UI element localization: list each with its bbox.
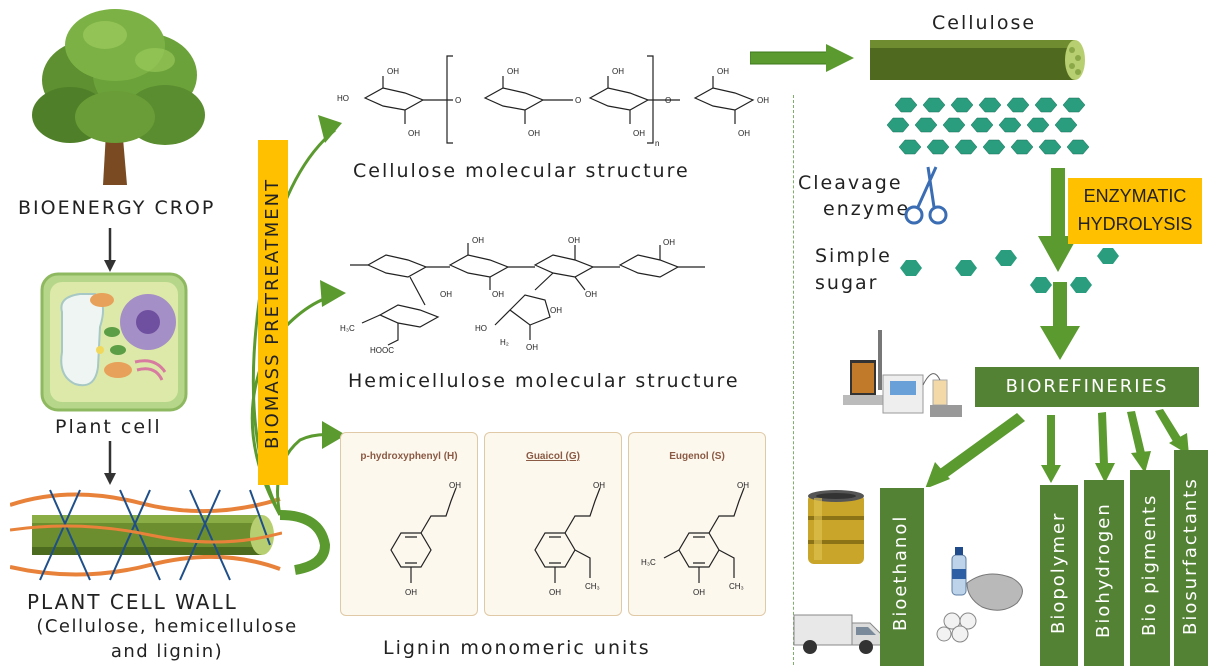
- tree-icon: [32, 9, 205, 185]
- chem-ch3: CH₃: [585, 582, 600, 591]
- cellulose-chain-icon: [886, 97, 1090, 155]
- simple-sugar-icon: [900, 248, 1119, 293]
- chem-oh: OH: [757, 96, 769, 105]
- bioethanol-bar: Bioethanol: [880, 488, 924, 666]
- plastic-products-icon: [936, 547, 1023, 643]
- chem-oh: OH: [693, 588, 705, 597]
- chem-o: O: [575, 96, 581, 105]
- chem-h2: H₂: [500, 338, 509, 347]
- arrow-right-icon: [750, 44, 854, 72]
- chem-oh: OH: [737, 481, 749, 490]
- lignin-unit-name: Guaicol (G): [526, 451, 580, 462]
- cellulose-structure-diagram: OH HO OH OH OH O O OH OH n O OH OH OH: [337, 55, 769, 148]
- scissors-icon: [904, 166, 948, 225]
- cell-wall-fiber-icon: [10, 489, 282, 581]
- chem-h3c: H₃C: [641, 558, 656, 567]
- hemicellulose-structure-label: Hemicellulose molecular structure: [348, 370, 740, 392]
- product-label: Biopolymer: [1048, 511, 1069, 634]
- product-label: Biohydrogen: [1093, 502, 1114, 638]
- biorefineries-label: BIOREFINERIES: [1005, 376, 1169, 397]
- biopolymer-bar: Biopolymer: [1040, 485, 1078, 666]
- chem-oh: OH: [593, 481, 605, 490]
- p-hydroxyphenyl-structure: OH OH: [390, 481, 461, 597]
- branch-arrows: [925, 409, 1189, 487]
- fuel-barrel-icon: [808, 490, 864, 564]
- hydrolysis-label: HYDROLYSIS: [1077, 214, 1193, 234]
- eugenol-structure: OH OH CH₃ H₃C: [641, 481, 749, 597]
- chem-oh: OH: [612, 67, 624, 76]
- chem-oh: OH: [472, 236, 484, 245]
- chem-oh: OH: [449, 481, 461, 490]
- plant-cell-label: Plant cell: [55, 416, 162, 438]
- chem-oh: OH: [440, 290, 452, 299]
- arrow-down-icon: [1038, 168, 1078, 272]
- chem-ho: HO: [475, 324, 487, 333]
- lignin-unit-card: Eugenol (S) OH OH CH₃ H₃C: [628, 432, 766, 616]
- biopigments-bar: Bio pigments: [1130, 470, 1170, 666]
- chem-o: O: [665, 96, 671, 105]
- cellulose-structure-label: Cellulose molecular structure: [353, 160, 690, 182]
- arrow-down-icon: [1040, 282, 1080, 360]
- sugar-label: sugar: [815, 272, 879, 294]
- lab-equipment-icon: [843, 330, 962, 417]
- chem-oh: OH: [549, 588, 561, 597]
- cleavage-label-2: enzyme: [823, 198, 911, 220]
- product-label: Bioethanol: [890, 514, 911, 632]
- biorefineries-box: BIOREFINERIES: [975, 367, 1199, 407]
- lignin-unit-card: Guaicol (G) OH OH CH₃: [484, 432, 622, 616]
- chem-oh: OH: [633, 129, 645, 138]
- chem-ch3: CH₃: [729, 582, 744, 591]
- cell-wall-sub2: and lignin): [110, 641, 224, 662]
- lignin-unit-card: p-hydroxyphenyl (H) OH OH: [340, 432, 478, 616]
- dotted-divider: [793, 95, 794, 665]
- chem-oh: OH: [528, 129, 540, 138]
- arrow-down-icon: [104, 441, 116, 485]
- lignin-unit-name: p-hydroxyphenyl (H): [360, 451, 458, 462]
- chem-oh: OH: [387, 67, 399, 76]
- chem-oh: OH: [405, 588, 417, 597]
- chem-oh: OH: [507, 67, 519, 76]
- chem-ho: HO: [337, 94, 349, 103]
- plant-cell-icon: [40, 272, 188, 412]
- enzymatic-label: ENZYMATIC: [1083, 186, 1187, 206]
- cellulose-fiber-icon: [870, 40, 1085, 80]
- chem-oh: OH: [585, 290, 597, 299]
- cellulose-label: Cellulose: [932, 12, 1037, 34]
- chem-oh: OH: [550, 306, 562, 315]
- product-label: Bio pigments: [1139, 493, 1160, 637]
- chem-oh: OH: [568, 236, 580, 245]
- arrow-down-icon: [104, 228, 116, 272]
- chem-o: O: [455, 96, 461, 105]
- bioenergy-crop-label: BIOENERGY CROP: [18, 197, 216, 219]
- plant-cell-wall-label: PLANT CELL WALL: [27, 590, 238, 614]
- lignin-unit-name: Eugenol (S): [669, 451, 725, 462]
- lignin-units-label: Lignin monomeric units: [383, 637, 651, 659]
- enzymatic-hydrolysis-box: ENZYMATIC HYDROLYSIS: [1068, 178, 1202, 244]
- chem-oh: OH: [663, 238, 675, 247]
- chem-oh: OH: [738, 129, 750, 138]
- chem-oh: OH: [526, 343, 538, 352]
- chem-oh: OH: [492, 290, 504, 299]
- hemicellulose-structure-diagram: OH OH OH OH OH OH H₃C HOOC OH OH HO H₂: [340, 236, 705, 355]
- chem-oh: OH: [717, 67, 729, 76]
- biomass-pretreatment-label: BIOMASS PRETREATMENT: [262, 177, 283, 449]
- simple-label: Simple: [815, 245, 892, 267]
- biohydrogen-bar: Biohydrogen: [1084, 480, 1124, 666]
- biomass-pretreatment-box: BIOMASS PRETREATMENT: [258, 140, 288, 485]
- chem-h3c: H₃C: [340, 324, 355, 333]
- guaiacol-structure: OH OH CH₃: [534, 481, 605, 597]
- product-label: Biosurfactants: [1180, 477, 1201, 635]
- chem-n: n: [655, 139, 659, 148]
- cell-wall-sub1: (Cellulose, hemicellulose: [36, 616, 298, 637]
- chem-oh: OH: [408, 129, 420, 138]
- biosurfactants-bar: Biosurfactants: [1174, 450, 1208, 666]
- chem-hooc: HOOC: [370, 346, 394, 355]
- van-icon: [793, 614, 883, 654]
- cleavage-label-1: Cleavage: [798, 172, 903, 194]
